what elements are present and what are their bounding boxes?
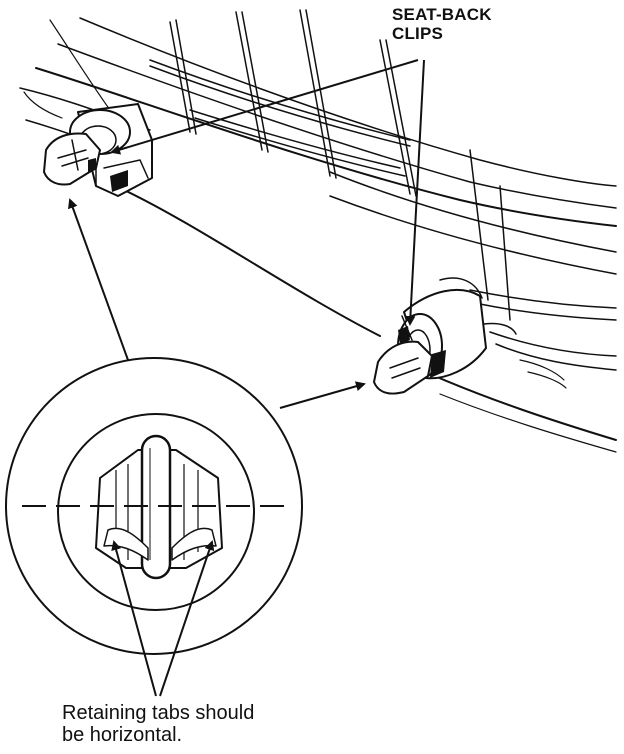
- retaining-tabs-caption-line1: Retaining tabs should: [62, 702, 255, 724]
- leader-to-left-clip: [110, 59, 419, 155]
- retaining-tabs-caption-line2: be horizontal.: [62, 724, 183, 746]
- arrow-to-right-tab: [159, 540, 215, 697]
- tab-callout-arrows: [111, 540, 215, 697]
- detail-callout-arrows: [68, 198, 366, 409]
- seat-back-clips-label: SEAT-BACK CLIPS: [392, 5, 552, 43]
- arrow-to-left-clip: [68, 198, 129, 361]
- seat-back-clips-label-line1: SEAT-BACK: [392, 5, 492, 24]
- seat-back-clips-label-line2: CLIPS: [392, 24, 444, 43]
- seat-back-clip-right: [373, 277, 517, 395]
- arrow-to-left-tab: [111, 540, 157, 697]
- leader-to-right-clip: [405, 59, 425, 326]
- arrow-to-right-clip: [279, 381, 366, 409]
- detail-magnifier: [5, 357, 303, 655]
- retaining-tabs-caption: Retaining tabs should be horizontal.: [62, 702, 362, 746]
- detail-clip: [95, 434, 223, 580]
- clip-leader-lines: [110, 59, 425, 326]
